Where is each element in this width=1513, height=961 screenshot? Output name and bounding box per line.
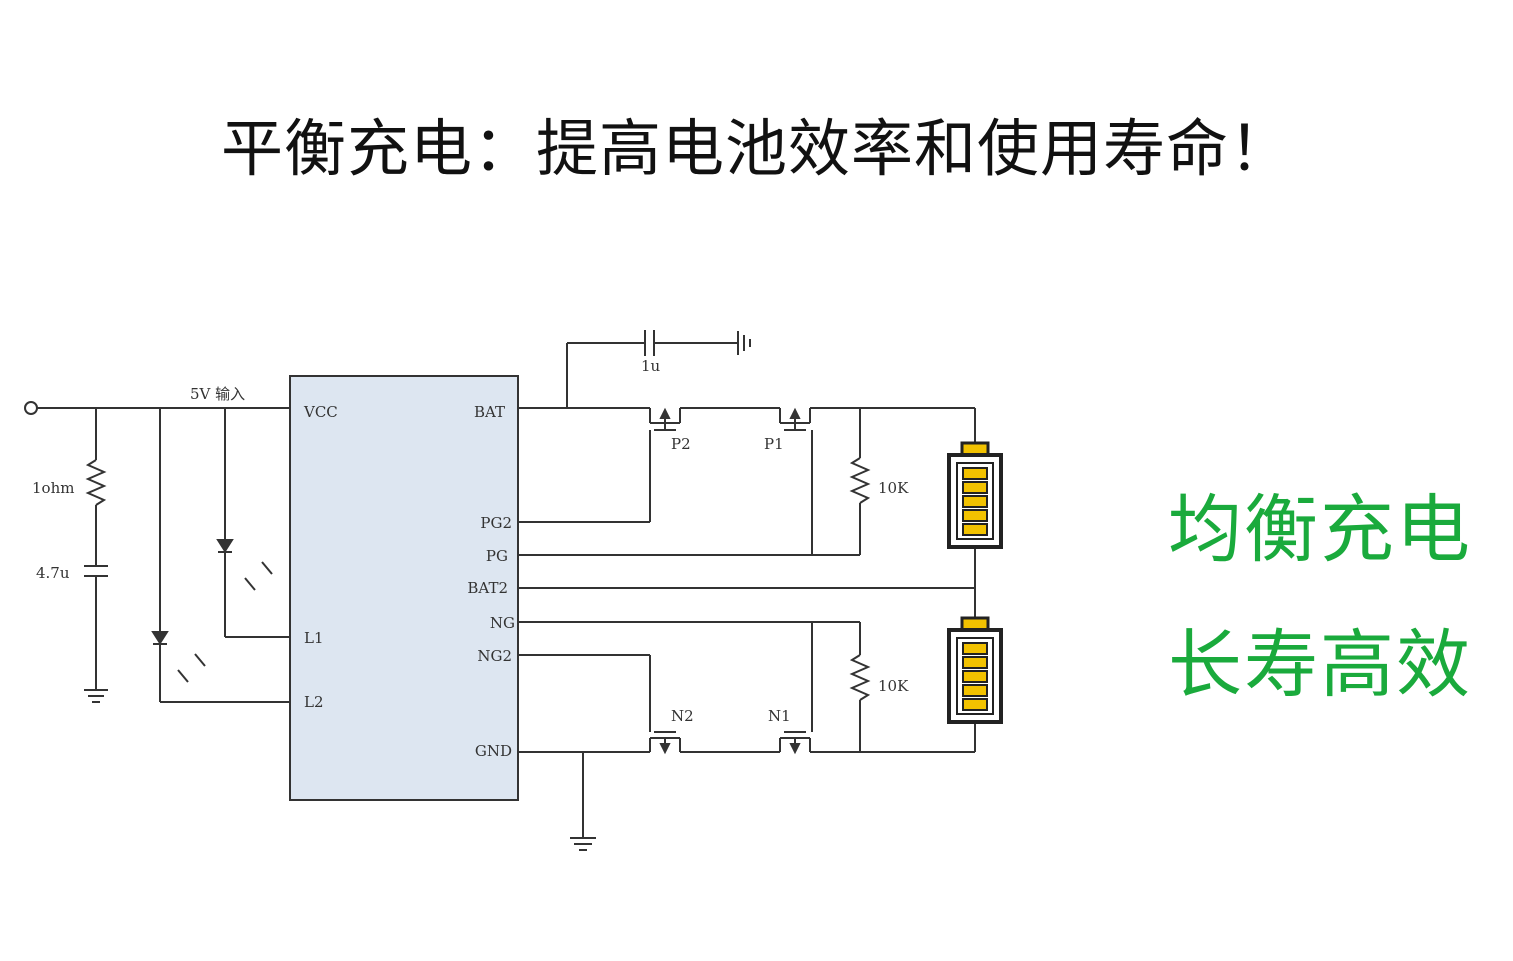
- resistor-10k-bottom-icon: [849, 654, 871, 701]
- battery-icon: [947, 441, 1003, 549]
- pin-pg2: PG2: [480, 514, 512, 532]
- capacitor-input-label: 4.7u: [36, 564, 70, 582]
- ground-icon: [737, 331, 751, 355]
- transistor-p2-icon: [649, 407, 681, 431]
- pin-gnd: GND: [475, 742, 512, 760]
- input-terminal-icon: [24, 401, 38, 415]
- pin-ng2: NG2: [477, 647, 512, 665]
- transistor-n2-label: N2: [671, 707, 694, 725]
- led-icon: [216, 539, 273, 591]
- transistor-n1-label: N1: [768, 707, 791, 725]
- battery-icon: [947, 616, 1003, 724]
- transistor-p1-label: P1: [764, 435, 784, 453]
- pin-bat2: BAT2: [467, 579, 508, 597]
- resistor-10k-top-icon: [849, 457, 871, 504]
- pin-l1: L1: [304, 629, 324, 647]
- led-icon: [151, 631, 206, 683]
- pin-vcc: VCC: [303, 403, 338, 421]
- capacitor-bat-label: 1u: [641, 357, 661, 375]
- ground-icon: [570, 837, 596, 851]
- resistor-bottom-label: 10K: [878, 677, 909, 695]
- pin-pg: PG: [486, 547, 508, 565]
- resistor-1ohm-icon: [85, 459, 107, 506]
- transistor-p2-label: P2: [671, 435, 691, 453]
- input-label: 5V 输入: [190, 385, 245, 403]
- transistor-n1-icon: [779, 731, 811, 755]
- slogan-balanced-charging: 均衡充电: [1168, 487, 1472, 573]
- resistor-top-label: 10K: [878, 479, 909, 497]
- pin-ng: NG: [490, 614, 515, 632]
- page-title: 平衡充电：提高电池效率和使用寿命！: [220, 112, 1292, 185]
- ground-icon: [84, 689, 108, 703]
- charger-ic-chip: [289, 375, 519, 801]
- transistor-n2-icon: [649, 731, 681, 755]
- resistor-input-label: 1ohm: [32, 479, 74, 497]
- pin-l2: L2: [304, 693, 324, 711]
- transistor-p1-icon: [779, 407, 811, 431]
- slogan-long-life: 长寿高效: [1168, 622, 1472, 708]
- pin-bat: BAT: [474, 403, 505, 421]
